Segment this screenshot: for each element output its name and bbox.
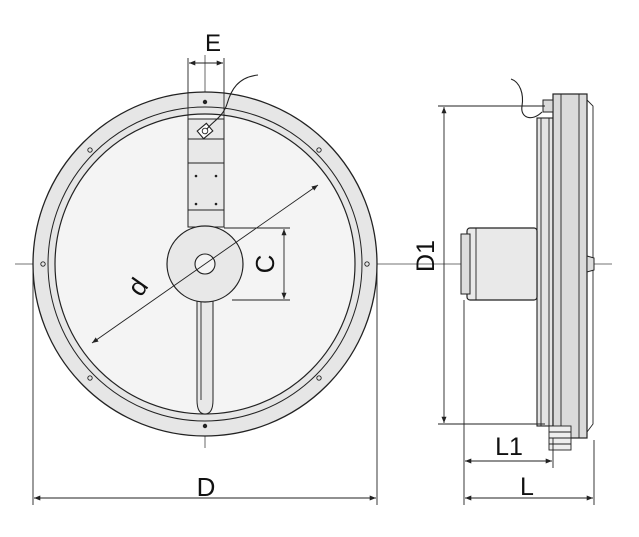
motor-body — [466, 227, 538, 301]
mounting-hole — [316, 147, 322, 153]
label-D: D — [197, 472, 216, 502]
label-C: C — [250, 255, 280, 274]
label-L: L — [520, 473, 534, 501]
mounting-holes — [40, 99, 370, 429]
mounting-hole — [87, 375, 93, 381]
support-strut — [196, 295, 214, 415]
mounting-hole — [40, 261, 46, 267]
motor-end-cap — [460, 233, 471, 295]
mounting-hole — [87, 147, 93, 153]
terminal-box — [187, 118, 225, 228]
side-power-cable — [510, 78, 543, 119]
flange-bolt-circle-ring — [47, 106, 363, 422]
dim-E: E — [187, 30, 225, 119]
dim-L: L — [465, 440, 595, 505]
base-hatch — [548, 425, 572, 451]
mounting-hole — [202, 423, 208, 429]
rear-ring — [552, 93, 588, 439]
mounting-hole — [202, 99, 208, 105]
dim-D1: D1 — [412, 105, 545, 425]
shaft-nut — [586, 255, 595, 273]
side-view — [460, 78, 595, 451]
label-D1: D1 — [412, 240, 440, 272]
power-cable — [206, 74, 259, 130]
label-L1: L1 — [495, 433, 523, 461]
mounting-hole — [316, 375, 322, 381]
flange-plate — [536, 117, 554, 427]
dim-D: D — [32, 268, 378, 505]
dim-L1: L1 — [463, 300, 554, 505]
mounting-hole — [364, 261, 370, 267]
label-E: E — [205, 30, 221, 57]
